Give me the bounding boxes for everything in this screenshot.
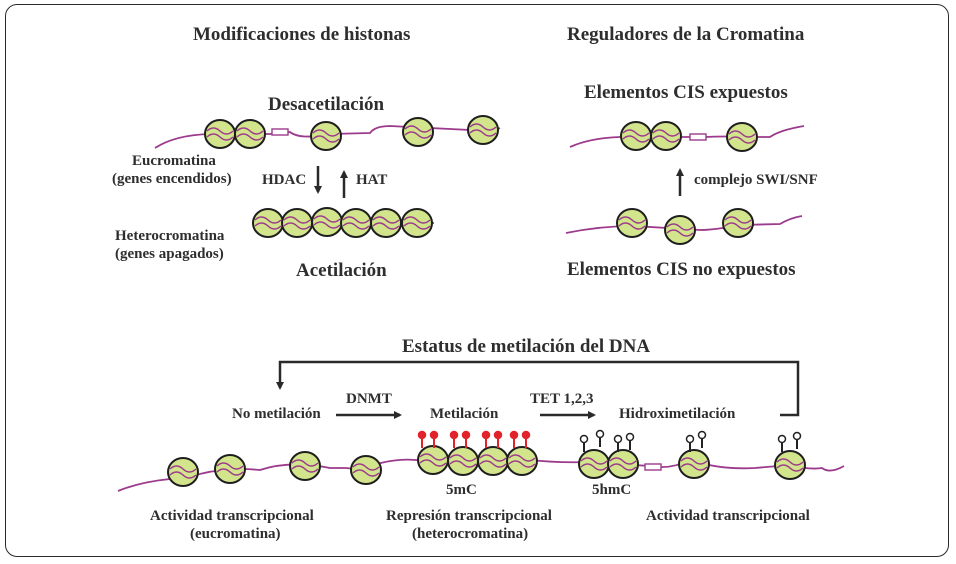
euchromatin-label: Eucromatina bbox=[132, 153, 216, 169]
nucleosomes bbox=[167, 115, 806, 487]
nucleosome bbox=[774, 450, 806, 480]
deacetylation-label: Desacetilación bbox=[268, 94, 385, 115]
hydroxymethyl-mark bbox=[625, 432, 635, 450]
state-no-methylation: No metilación bbox=[232, 406, 321, 422]
hydroxymethyl-mark bbox=[613, 434, 623, 452]
nucleosome bbox=[578, 449, 610, 479]
nucleosome bbox=[726, 122, 758, 152]
cis-not-exposed-label: Elementos CIS no expuestos bbox=[567, 259, 796, 280]
state-hydroxymethylation: Hidroximetilación bbox=[619, 406, 736, 422]
hydroxymethyl-mark bbox=[685, 434, 695, 452]
outcome-3-line1: Actividad transcripcional bbox=[646, 508, 810, 524]
nucleosome bbox=[401, 208, 433, 238]
methyl-mark bbox=[461, 430, 471, 448]
nucleosome bbox=[289, 451, 321, 481]
nucleosome bbox=[506, 446, 538, 476]
nucleosome bbox=[167, 457, 199, 487]
methyl-mark bbox=[429, 430, 439, 448]
hydroxymethyl-mark bbox=[595, 429, 605, 447]
dna-strand bbox=[565, 215, 803, 234]
hydroxymethyl-mark bbox=[792, 431, 802, 449]
hydroxymethyl-mark bbox=[579, 434, 589, 452]
swi-snf-label: complejo SWI/SNF bbox=[694, 172, 818, 188]
chromatin-panel-title: Reguladores de la Cromatina bbox=[567, 24, 805, 45]
dna-strand bbox=[569, 125, 805, 148]
nucleosome bbox=[252, 208, 284, 238]
5hmc-label: 5hmC bbox=[592, 482, 632, 498]
hydroxymethyl-mark bbox=[777, 434, 787, 452]
nucleosome bbox=[310, 121, 342, 151]
nucleosome bbox=[234, 119, 266, 149]
nucleosome bbox=[678, 449, 710, 479]
methyl-mark bbox=[417, 430, 427, 448]
cis-element-box bbox=[689, 133, 707, 141]
hat-label: HAT bbox=[356, 172, 388, 188]
hydroxymethyl-mark bbox=[697, 430, 707, 448]
nucleosome bbox=[607, 449, 639, 479]
tet-label: TET 1,2,3 bbox=[530, 391, 594, 407]
hdac-label: HDAC bbox=[262, 172, 307, 188]
nucleosome bbox=[650, 121, 682, 151]
cis-element-box bbox=[271, 128, 289, 136]
nucleosome bbox=[447, 446, 479, 476]
outcome-1-line2: (eucromatina) bbox=[190, 526, 281, 542]
methyl-mark bbox=[509, 430, 519, 448]
outcome-1-line1: Actividad transcripcional bbox=[150, 508, 314, 524]
methyl-mark bbox=[493, 430, 503, 448]
nucleosome bbox=[664, 215, 696, 245]
nucleosome bbox=[311, 207, 343, 237]
nucleosome bbox=[281, 208, 313, 238]
histone-panel-title: Modificaciones de histonas bbox=[193, 24, 411, 45]
outcome-2-line1: Represión transcripcional bbox=[386, 508, 552, 524]
methyl-mark bbox=[481, 430, 491, 448]
cis-exposed-label: Elementos CIS expuestos bbox=[584, 82, 788, 103]
acetylation-label: Acetilación bbox=[296, 260, 387, 281]
methyl-mark bbox=[521, 430, 531, 448]
nucleosome bbox=[204, 119, 236, 149]
nucleosome bbox=[616, 208, 648, 238]
euchromatin-sub-label: (genes encendidos) bbox=[112, 171, 232, 187]
state-methylation: Metilación bbox=[430, 406, 499, 422]
methyl-mark bbox=[449, 430, 459, 448]
nucleosome bbox=[620, 121, 652, 151]
nucleosome bbox=[722, 208, 754, 238]
nucleosome bbox=[417, 445, 449, 475]
feedback-loop-arrow-icon bbox=[276, 360, 800, 417]
nucleosome bbox=[402, 117, 434, 147]
nucleosome bbox=[370, 208, 402, 238]
nucleosome bbox=[467, 115, 499, 145]
nucleosome bbox=[350, 455, 382, 485]
heterochromatin-sub-label: (genes apagados) bbox=[115, 246, 224, 262]
methylation-panel-title: Estatus de metilación del DNA bbox=[402, 336, 651, 357]
nucleosome bbox=[340, 208, 372, 238]
nucleosome bbox=[477, 446, 509, 476]
nucleosome bbox=[214, 454, 246, 484]
heterochromatin-label: Heterocromatina bbox=[115, 228, 225, 244]
cis-element-box bbox=[644, 463, 662, 471]
5mc-label: 5mC bbox=[446, 482, 477, 498]
methylation-marks bbox=[417, 429, 802, 452]
dnmt-label: DNMT bbox=[346, 391, 392, 407]
outcome-2-line2: (heterocromatina) bbox=[412, 526, 529, 542]
